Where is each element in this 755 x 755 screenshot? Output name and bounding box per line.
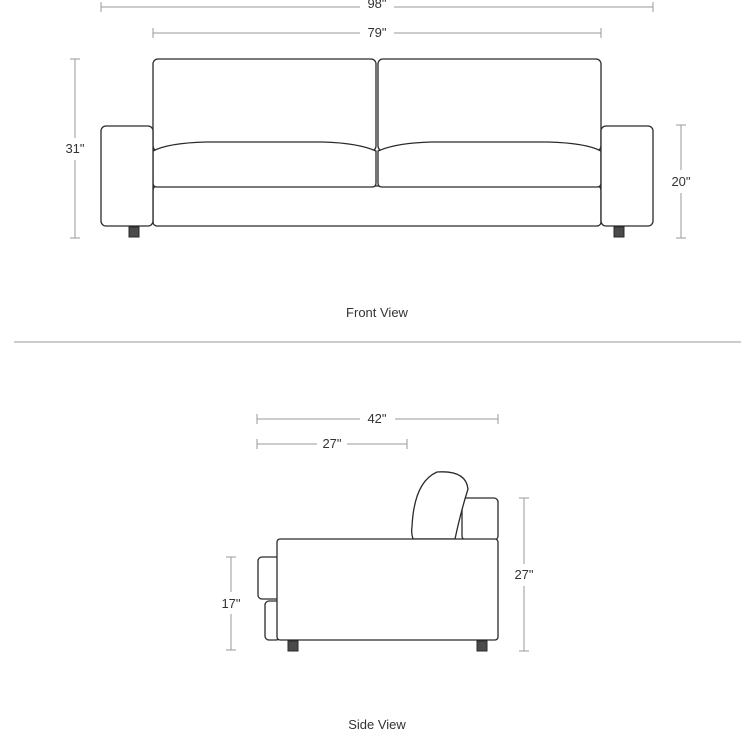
front-view: 98" 79" 31" 20" (65, 0, 690, 320)
seat-depth-dimension: 27" (256, 436, 408, 451)
seat-height-dimension: 17" (221, 556, 241, 651)
sofa-front-drawing (100, 58, 654, 238)
seat-cushion-right (377, 141, 602, 188)
overall-depth-dimension: 42" (256, 411, 499, 426)
arm-height-dimension: 20" (671, 124, 691, 239)
sofa-side-drawing (257, 471, 499, 652)
seat-depth-label: 27" (322, 436, 341, 451)
back-cushion-right (377, 58, 602, 152)
leg-front-right (613, 226, 625, 238)
leg-front-left (128, 226, 140, 238)
sofa-base (152, 185, 602, 227)
front-view-caption: Front View (346, 305, 409, 320)
side-height-label: 27" (514, 567, 533, 582)
arm-side-panel (276, 538, 499, 641)
leg-side-back (476, 640, 488, 652)
seat-width-label: 79" (367, 25, 386, 40)
overall-width-dimension: 98" (100, 0, 654, 12)
back-cushion-left (152, 58, 377, 152)
overall-height-label: 31" (65, 141, 84, 156)
seat-height-label: 17" (221, 596, 240, 611)
back-cushion-side (411, 471, 469, 540)
back-frame (461, 497, 499, 541)
leg-side-front (287, 640, 299, 652)
arm-left (100, 125, 154, 227)
overall-depth-label: 42" (367, 411, 386, 426)
arm-right (600, 125, 654, 227)
side-view: 42" 27" 17" 27" (221, 411, 533, 732)
overall-height-dimension: 31" (65, 58, 85, 239)
side-view-caption: Side View (348, 717, 406, 732)
side-height-dimension: 27" (514, 497, 534, 652)
overall-width-label: 98" (367, 0, 386, 11)
seat-cushion-left (152, 141, 377, 188)
seat-width-dimension: 79" (152, 25, 602, 40)
arm-height-label: 20" (671, 174, 690, 189)
